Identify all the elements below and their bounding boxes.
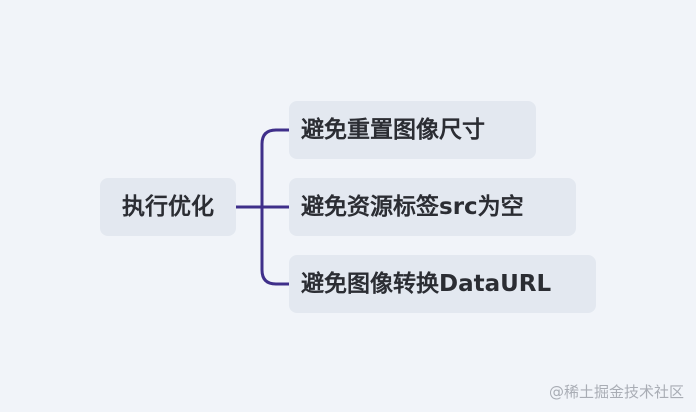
child-node-1: 避免重置图像尺寸	[289, 101, 536, 159]
root-node: 执行优化	[100, 178, 236, 236]
connector-branch-1	[260, 128, 291, 209]
watermark: @稀土掘金技术社区	[548, 383, 684, 401]
child-node-2: 避免资源标签src为空	[289, 178, 576, 236]
child-node-label: 避免图像转换DataURL	[301, 270, 552, 297]
connector-branch-3	[260, 205, 291, 286]
root-node-label: 执行优化	[122, 193, 214, 220]
child-node-label: 避免资源标签src为空	[301, 193, 524, 220]
child-node-3: 避免图像转换DataURL	[289, 255, 596, 313]
child-node-label: 避免重置图像尺寸	[301, 116, 485, 143]
